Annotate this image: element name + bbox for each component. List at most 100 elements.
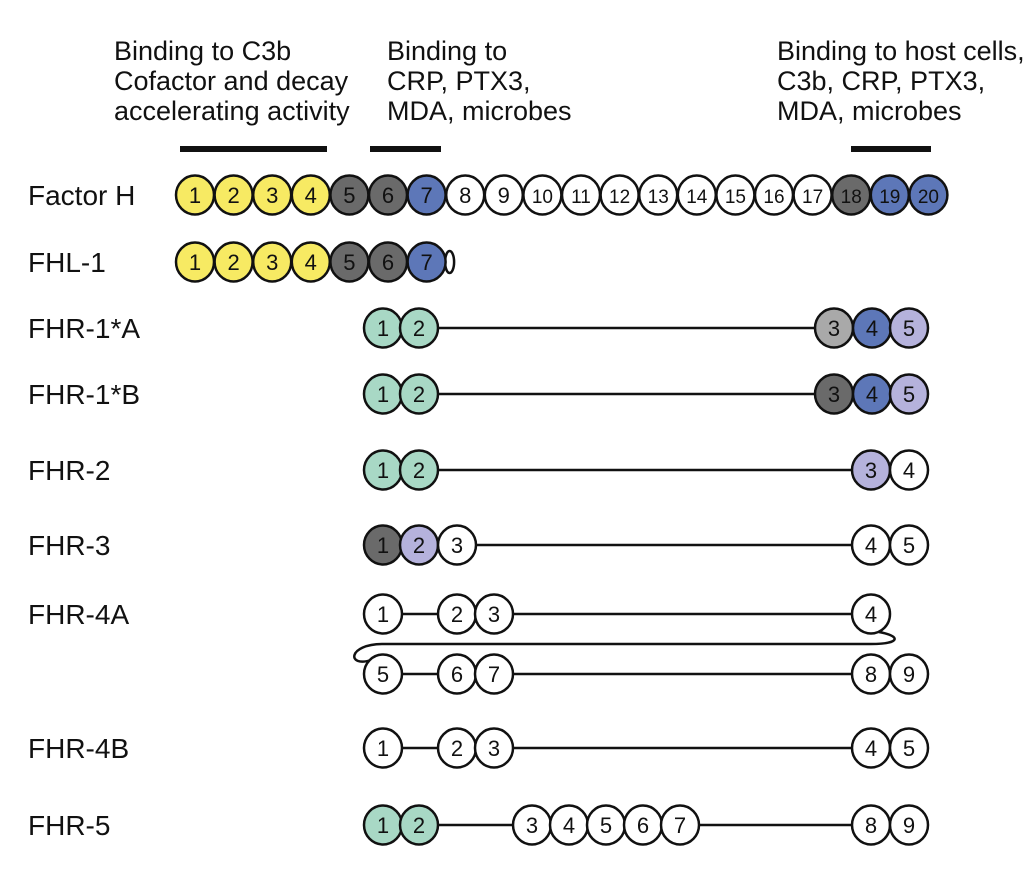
domain-fhr-4a-1: 1 (362, 593, 404, 635)
domain-fhl-1-2: 2 (213, 241, 254, 283)
domain-number-fhr-2-2: 2 (413, 458, 425, 483)
domain-number-fhr-4a-8: 8 (865, 662, 877, 687)
domain-number-fhl-1-7: 7 (420, 250, 432, 275)
domain-factor-h-2: 2 (213, 174, 254, 216)
domain-number-fhr-4a-4: 4 (865, 602, 877, 627)
domain-number-fhr-3-1: 1 (377, 533, 389, 558)
domain-fhr-1-b-5: 5 (888, 373, 930, 415)
domain-factor-h-16: 16 (753, 174, 795, 216)
domain-number-fhr-1-b-2: 2 (413, 382, 425, 407)
protein-label-fhr-3: FHR-3 (28, 530, 110, 561)
domain-number-factor-h-18: 18 (841, 187, 862, 208)
domain-number-fhr-2-1: 1 (377, 458, 389, 483)
domain-fhr-5-5: 5 (585, 804, 627, 846)
binding-header-3-line-3: MDA, microbes (777, 96, 962, 126)
domain-number-fhr-1-b-4: 4 (866, 382, 878, 407)
domain-shape-fhr-2-2 (398, 449, 440, 491)
domain-fhr-4b-4: 4 (850, 727, 892, 769)
domain-number-fhr-4b-5: 5 (903, 736, 915, 761)
domain-shape-factor-h-20 (908, 174, 949, 216)
domain-fhr-4b-3: 3 (473, 727, 515, 769)
domain-number-fhr-1-b-1: 1 (377, 382, 389, 407)
domain-number-fhr-4b-1: 1 (377, 736, 389, 761)
domain-shape-fhr-4a-3 (473, 593, 515, 635)
binding-header-3-line-2: C3b, CRP, PTX3, (777, 66, 985, 96)
domain-fhr-4a-6: 6 (436, 653, 478, 695)
domain-shape-fhr-1-b-2 (398, 373, 440, 415)
domain-number-fhr-5-6: 6 (637, 813, 649, 838)
domain-factor-h-20: 20 (908, 174, 949, 216)
domain-fhr-1-a-2: 2 (398, 307, 440, 349)
domain-number-factor-h-12: 12 (609, 187, 630, 208)
binding-header-2-line-3: MDA, microbes (387, 96, 572, 126)
domain-number-fhr-1-a-5: 5 (903, 316, 915, 341)
domain-fhl-1-1: 1 (174, 241, 216, 283)
domain-factor-h-10: 10 (522, 174, 563, 216)
domain-number-factor-h-13: 13 (648, 187, 669, 208)
protein-connectors (353, 326, 896, 827)
domain-number-fhl-1-2: 2 (227, 250, 239, 275)
domain-number-factor-h-9: 9 (498, 183, 510, 208)
domain-number-fhr-1-a-3: 3 (828, 316, 840, 341)
domain-fhr-4a-8: 8 (850, 653, 892, 695)
domain-number-fhr-5-5: 5 (600, 813, 612, 838)
domain-factor-h-1: 1 (174, 174, 216, 216)
domain-number-fhr-4b-3: 3 (488, 736, 500, 761)
domain-factor-h-5: 5 (329, 174, 370, 216)
domain-fhl-1-3: 3 (251, 241, 293, 283)
domain-number-factor-h-11: 11 (571, 187, 591, 208)
domain-number-fhl-1-5: 5 (343, 250, 355, 275)
domain-fhr-5-7: 7 (659, 804, 701, 846)
domain-fhr-1-a-4: 4 (851, 307, 893, 349)
domain-number-factor-h-19: 19 (879, 187, 900, 208)
domain-number-fhr-5-3: 3 (526, 813, 538, 838)
domain-number-factor-h-8: 8 (459, 183, 471, 208)
domain-number-factor-h-2: 2 (227, 183, 239, 208)
domain-shape-fhr-4a-9 (888, 653, 930, 695)
binding-header-3-line-1: Binding to host cells, (777, 36, 1025, 66)
protein-label-fhr-4b: FHR-4B (28, 733, 129, 764)
domain-fhr-2-3: 3 (850, 449, 892, 491)
domain-number-fhl-1-4: 4 (305, 250, 317, 275)
protein-label-fhl-1: FHL-1 (28, 247, 106, 278)
domain-fhl-1-4: 4 (290, 241, 332, 283)
domain-factor-h-12: 12 (599, 174, 640, 216)
domain-fhr-4b-1: 1 (362, 727, 404, 769)
domain-shape-fhr-5-9 (888, 804, 930, 846)
domain-number-fhr-4a-2: 2 (451, 602, 463, 627)
domain-number-fhr-1-a-4: 4 (866, 316, 878, 341)
domain-fhr-5-2: 2 (398, 804, 440, 846)
domain-fhr-5-1: 1 (362, 804, 404, 846)
domain-number-fhr-5-9: 9 (903, 813, 915, 838)
domain-fhr-3-4: 4 (850, 524, 892, 566)
domain-shape-fhr-4a-1 (362, 593, 404, 635)
domain-fhr-5-9: 9 (888, 804, 930, 846)
domain-fhr-4b-5: 5 (888, 727, 930, 769)
domain-factor-h-8: 8 (444, 174, 486, 216)
domain-fhr-1-a-1: 1 (362, 307, 404, 349)
domain-fhl-1-7: 7 (406, 241, 447, 283)
domain-number-factor-h-20: 20 (918, 187, 939, 208)
domain-fhr-4a-3: 3 (473, 593, 515, 635)
connector-fhr-4a-wrap (353, 630, 896, 663)
domain-fhr-1-a-3: 3 (813, 307, 855, 349)
domain-number-factor-h-4: 4 (305, 183, 317, 208)
domain-number-fhr-4a-3: 3 (488, 602, 500, 627)
domain-shape-fhr-4b-1 (362, 727, 404, 769)
domain-number-fhl-1-1: 1 (189, 250, 201, 275)
domain-fhr-4a-2: 2 (436, 593, 478, 635)
domain-number-fhr-4a-7: 7 (488, 662, 500, 687)
domain-factor-h-11: 11 (560, 174, 602, 216)
domain-number-factor-h-6: 6 (382, 183, 394, 208)
domain-factor-h-18: 18 (830, 174, 872, 216)
binding-header-1-line-3: accelerating activity (114, 96, 350, 126)
domain-fhl-1-5: 5 (329, 241, 370, 283)
domain-number-factor-h-15: 15 (725, 187, 746, 208)
domain-fhr-2-2: 2 (398, 449, 440, 491)
domain-number-fhr-3-2: 2 (413, 533, 425, 558)
domain-shape-fhr-4a-7 (473, 653, 515, 695)
domain-shape-fhr-1-b-5 (888, 373, 930, 415)
